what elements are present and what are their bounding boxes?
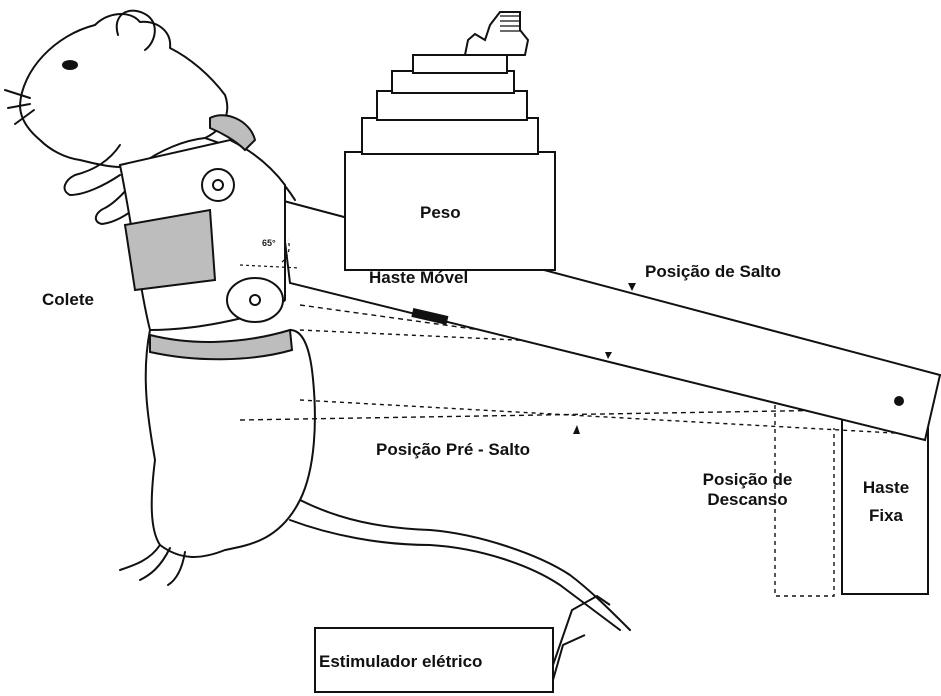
- label-rest-position: Posição de Descanso: [685, 470, 810, 510]
- label-pre-jump-position: Posição Pré - Salto: [376, 440, 530, 460]
- label-moving-rod: Haste Móvel: [369, 268, 468, 288]
- angle-label: 65°: [262, 238, 276, 248]
- weight-stack: [345, 12, 555, 270]
- label-rest-position-line1: Posição de: [685, 470, 810, 490]
- stimulator-box: [315, 596, 610, 692]
- label-fixed-rod-line1: Haste: [848, 478, 924, 498]
- label-vest: Colete: [42, 290, 94, 310]
- label-electric-stimulator: Estimulador elétrico: [319, 652, 482, 672]
- label-rest-position-line2: Descanso: [685, 490, 810, 510]
- label-weight: Peso: [420, 203, 461, 223]
- label-fixed-rod: Haste Fixa: [848, 478, 924, 526]
- label-fixed-rod-line2: Fixa: [848, 506, 924, 526]
- label-jump-position: Posição de Salto: [645, 262, 781, 282]
